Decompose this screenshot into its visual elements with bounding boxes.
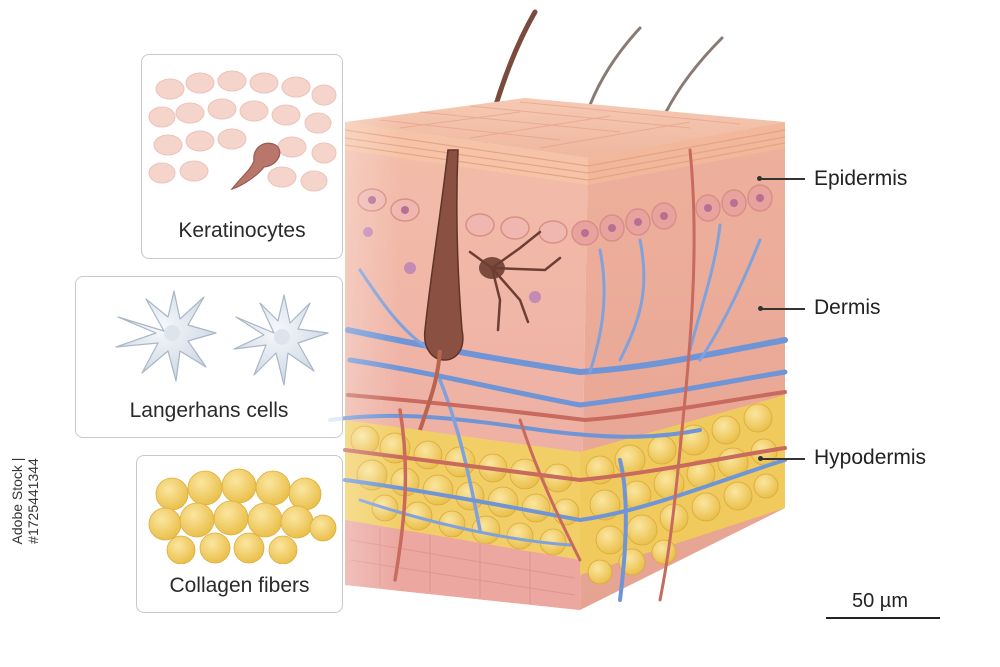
- card-keratinocytes: Keratinocytes: [141, 54, 343, 259]
- scale-bar-label: 50 µm: [852, 590, 908, 612]
- scale-bar-line: [826, 617, 940, 619]
- label-epidermis: Epidermis: [814, 167, 908, 190]
- stock-id-label: Adobe Stock | #1725441344: [9, 457, 41, 545]
- dendritic-cell: [468, 230, 562, 332]
- card-label-keratinocytes: Keratinocytes: [178, 219, 306, 242]
- card-label-langerhans: Langerhans cells: [129, 399, 289, 422]
- epidermis-pointer-dot: [757, 176, 762, 181]
- dermis-leader-line: [761, 308, 805, 310]
- hypodermis-pointer-dot: [758, 456, 763, 461]
- hair-follicle: [418, 149, 464, 431]
- hypodermis-leader-line: [761, 458, 805, 460]
- card-collagen: Collagen fibers: [136, 455, 343, 613]
- skin-surface-top: [345, 98, 785, 158]
- card-langerhans: Langerhans cells: [75, 276, 343, 438]
- epidermis-leader-line: [760, 178, 805, 180]
- card-label-collagen: Collagen fibers: [169, 574, 310, 597]
- collagen-fibers-icon: [148, 468, 337, 564]
- label-dermis: Dermis: [814, 296, 881, 319]
- label-hypodermis: Hypodermis: [814, 446, 927, 469]
- keratinocyte-cells-icon: [148, 70, 337, 192]
- dermis-pointer-dot: [758, 306, 763, 311]
- langerhans-cells-icon: [115, 290, 329, 386]
